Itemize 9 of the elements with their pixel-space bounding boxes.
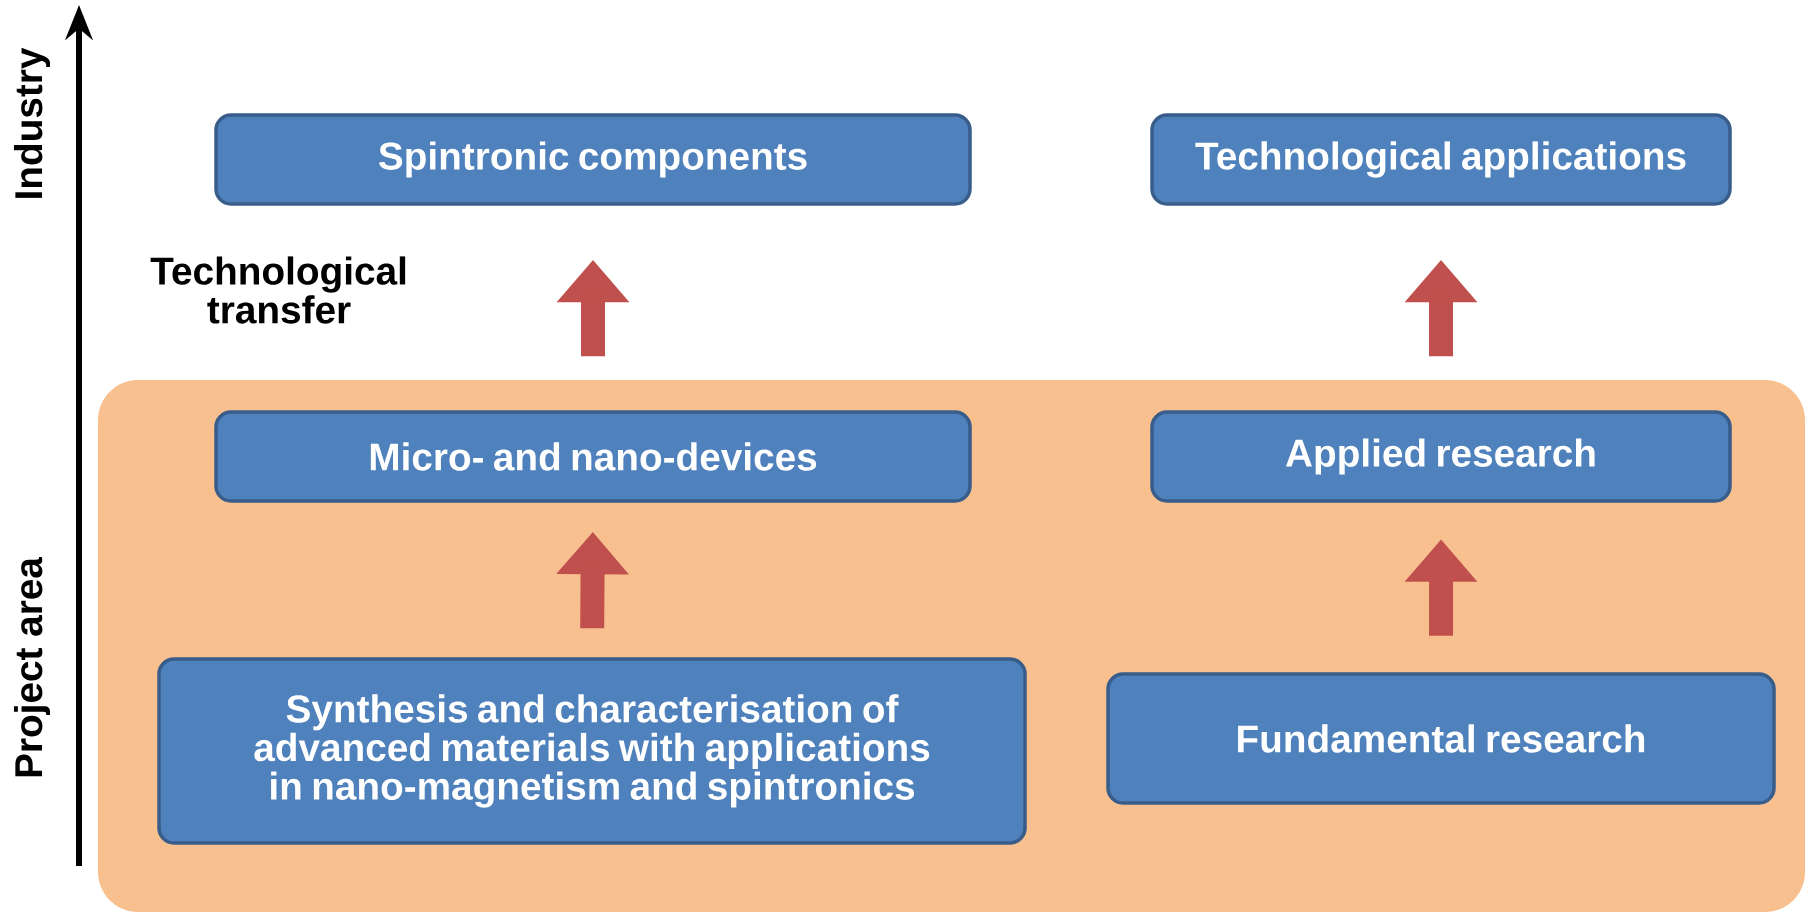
axis-label: Industry	[13, 47, 51, 198]
process-box: Fundamental research	[1106, 672, 1776, 805]
process-box: Applied research	[1150, 410, 1732, 503]
process-box: Synthesis and characterisation of advanced materials with applications in nano-magnetism and spintronics	[157, 657, 1027, 845]
process-box: Micro- and nano-devices	[214, 410, 972, 503]
process-box: Technological applications	[1150, 113, 1732, 206]
annotation-text: Technological transfer	[150, 256, 406, 324]
axis-label: Project area	[13, 556, 51, 777]
process-box: Spintronic components	[214, 113, 972, 206]
